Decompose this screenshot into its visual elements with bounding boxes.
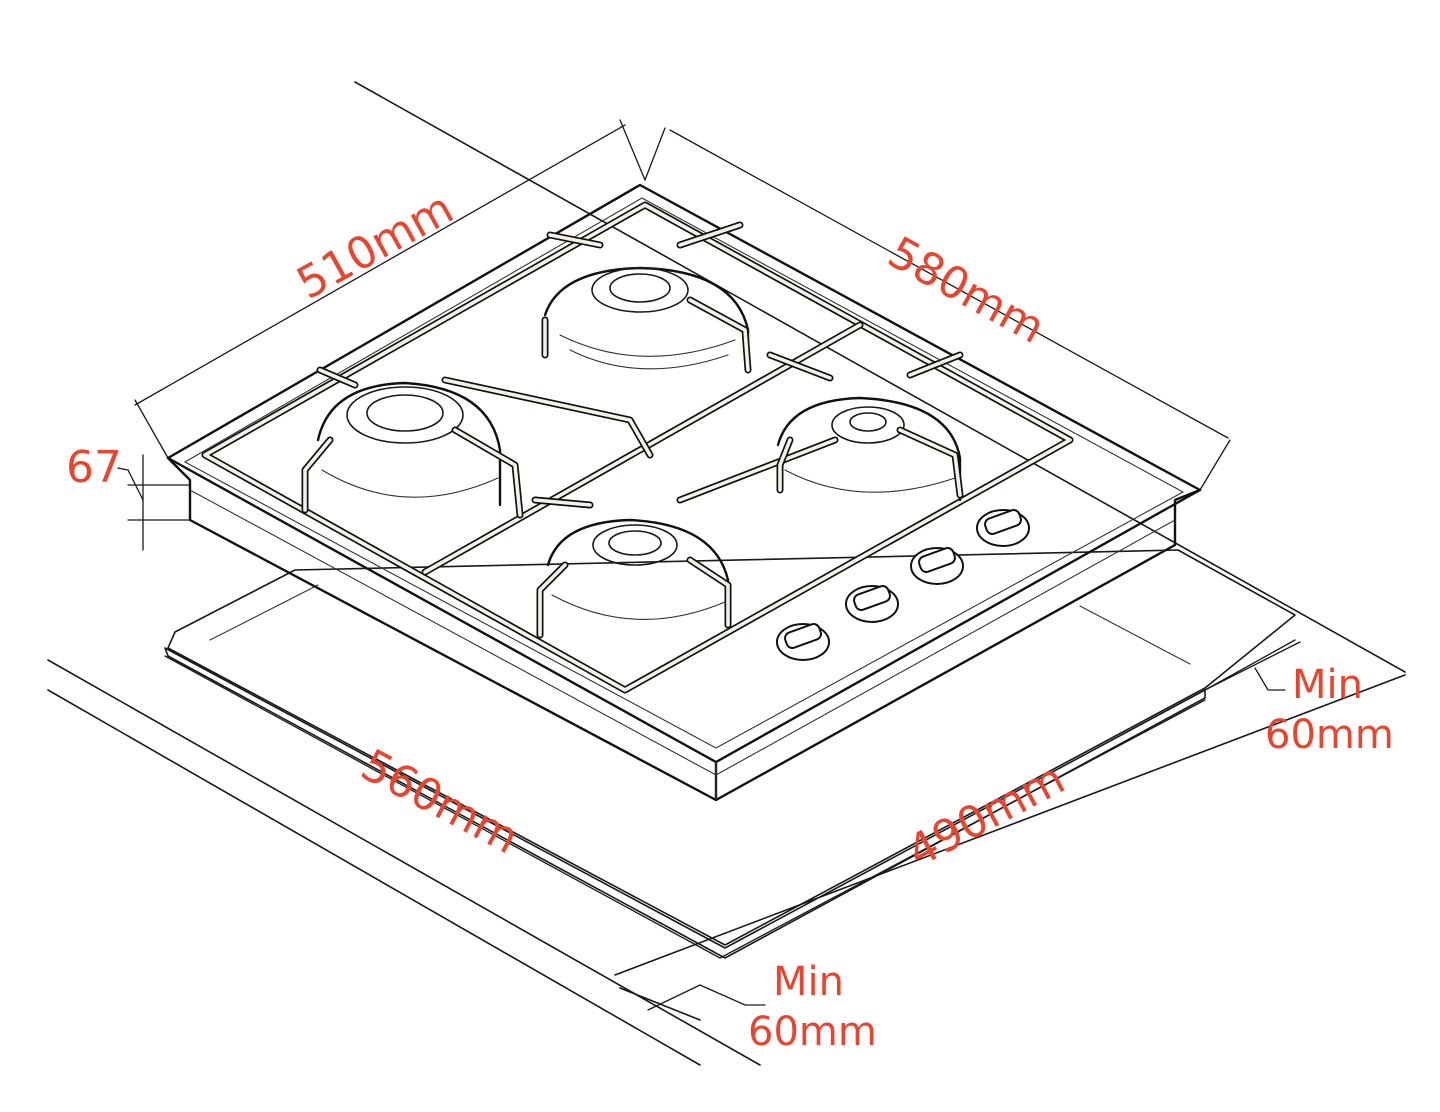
burner-rear: [541, 266, 752, 374]
pan-support-frame: [201, 201, 1074, 694]
label-clearance-right-2: 60mm: [1265, 712, 1394, 758]
control-knobs: [776, 508, 1030, 661]
label-clearance-right-1: Min: [1292, 662, 1363, 708]
label-clearance-front-1: Min: [773, 959, 844, 1005]
knob-4[interactable]: [976, 508, 1030, 547]
dim-width-top: [134, 119, 646, 459]
label-width-top: 510mm: [289, 183, 462, 310]
dim-clearance-right: [1204, 641, 1301, 691]
knob-1[interactable]: [776, 622, 830, 661]
label-cutout-depth: 490mm: [899, 753, 1073, 878]
label-clearance-front-2: 60mm: [748, 1009, 877, 1055]
burner-right: [776, 396, 964, 502]
burner-front: [536, 518, 732, 639]
dim-height: [117, 454, 191, 551]
worktop: [47, 81, 1406, 1066]
label-height: 67: [66, 442, 122, 493]
dim-cutout-depth: [719, 639, 1296, 959]
label-cutout-width: 560mm: [353, 740, 527, 865]
hob-body: [166, 183, 1202, 802]
dim-cutout-width: [164, 655, 721, 959]
knob-2[interactable]: [845, 584, 899, 623]
knob-3[interactable]: [910, 546, 964, 585]
dim-clearance-front: [647, 984, 766, 1011]
dim-depth-top: [644, 127, 1231, 491]
label-depth-top: 580mm: [880, 227, 1053, 354]
burner-left: [301, 381, 524, 519]
